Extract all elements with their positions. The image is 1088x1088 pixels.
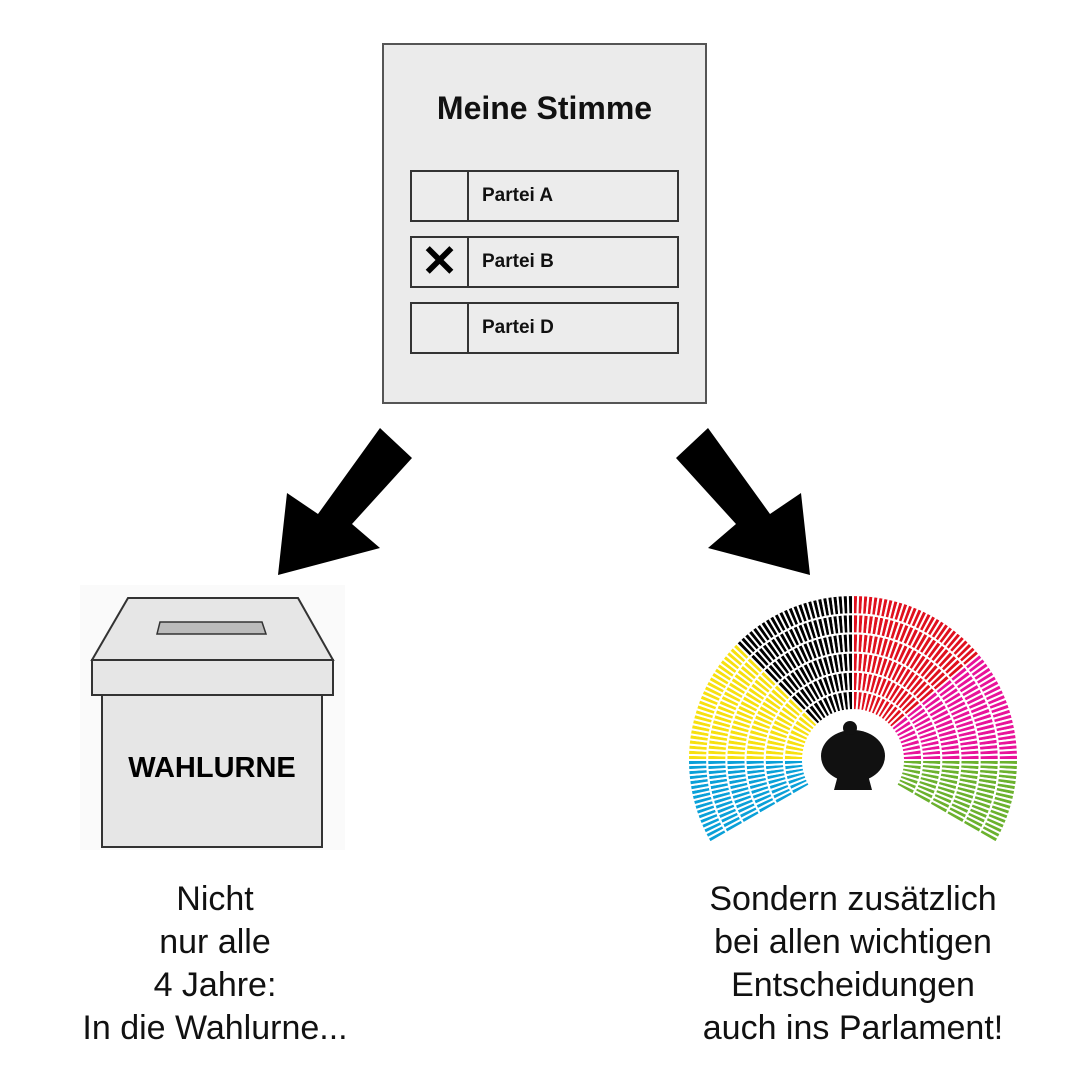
- caption-line: nur alle: [159, 923, 271, 961]
- checkbox-checked: ✕: [412, 238, 469, 286]
- right-caption: Sondern zusätzlich bei allen wichtigen E…: [653, 878, 1053, 1050]
- caption-line: 4 Jahre:: [153, 966, 277, 1004]
- caption-line: Entscheidungen: [731, 966, 975, 1004]
- option-label: Partei A: [482, 185, 554, 206]
- ballot-title: Meine Stimme: [436, 90, 653, 126]
- caption-line: Sondern zusätzlich: [709, 880, 997, 918]
- seat: [977, 827, 1000, 844]
- checkbox: [412, 304, 469, 352]
- eagle-icon: [821, 721, 885, 790]
- ballot-box-label: WAHLURNE: [128, 752, 296, 784]
- option-label: Partei D: [482, 317, 554, 338]
- option-label: Partei B: [482, 251, 554, 272]
- ballot-option-d: Partei D: [410, 302, 679, 354]
- caption-line: auch ins Parlament!: [702, 1009, 1004, 1047]
- ballot-box: WAHLURNE: [80, 585, 345, 850]
- parliament-seats: [686, 593, 1020, 844]
- checkbox: [412, 172, 469, 220]
- caption-line: In die Wahlurne...: [82, 1009, 348, 1047]
- caption-line: Nicht: [176, 880, 254, 918]
- caption-line: bei allen wichtigen: [714, 923, 992, 961]
- arrow-right-icon: [676, 428, 810, 575]
- ballot-option-a: Partei A: [410, 170, 679, 222]
- arrow-left-icon: [278, 428, 412, 575]
- ballot-paper: Meine Stimme Partei A ✕ Partei B Partei …: [382, 43, 707, 404]
- left-caption: Nicht nur alle 4 Jahre: In die Wahlurne.…: [40, 878, 390, 1050]
- ballot-option-b: ✕ Partei B: [410, 236, 679, 288]
